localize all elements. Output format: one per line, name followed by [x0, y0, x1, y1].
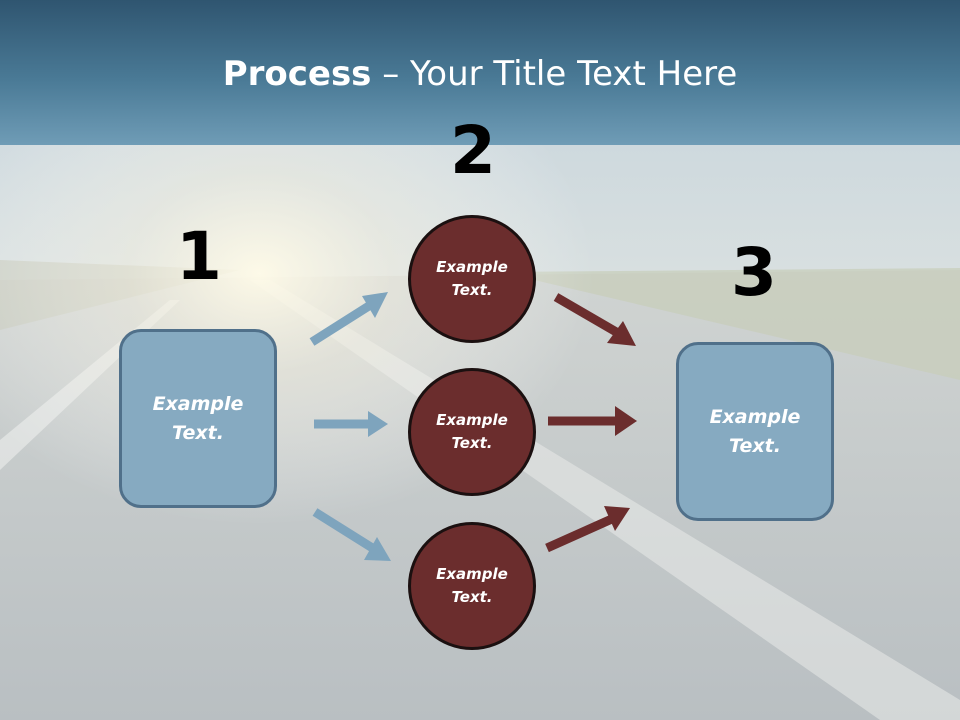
- step-2-number: 2: [450, 112, 496, 189]
- arrowhead-bottom-3: [604, 506, 630, 531]
- arrowhead-1-bottom: [364, 537, 391, 561]
- circle-top-text: Example Text.: [436, 258, 508, 299]
- title-bar: [0, 0, 960, 145]
- step-1-box-text: Example Text.: [152, 392, 244, 444]
- step-2-circle-top[interactable]: Example Text.: [408, 215, 536, 343]
- arrow-1-to-top: [309, 300, 375, 346]
- circle-bottom-text: Example Text.: [436, 565, 508, 606]
- arrow-1-to-bottom: [312, 508, 377, 553]
- circle-middle-text: Example Text.: [436, 411, 508, 452]
- step-3-number: 3: [731, 234, 777, 311]
- arrowhead-1-middle: [368, 411, 388, 437]
- title-bold: Process: [222, 54, 372, 94]
- step-2-circle-middle[interactable]: Example Text.: [408, 368, 536, 496]
- title-rest: – Your Title Text Here: [371, 54, 738, 94]
- step-1-number: 1: [176, 218, 222, 295]
- step-2-circle-bottom[interactable]: Example Text.: [408, 522, 536, 650]
- arrow-top-to-3: [553, 293, 621, 337]
- arrowhead-1-top: [362, 292, 388, 318]
- arrowhead-top-3: [607, 321, 636, 346]
- arrowhead-middle-3: [615, 406, 637, 436]
- arrow-bottom-to-3: [545, 513, 616, 553]
- step-3-box-text: Example Text.: [709, 405, 801, 457]
- step-3-box[interactable]: Example Text.: [676, 342, 834, 521]
- page-title: Process – Your Title Text Here: [0, 54, 960, 94]
- step-1-box[interactable]: Example Text.: [119, 329, 277, 508]
